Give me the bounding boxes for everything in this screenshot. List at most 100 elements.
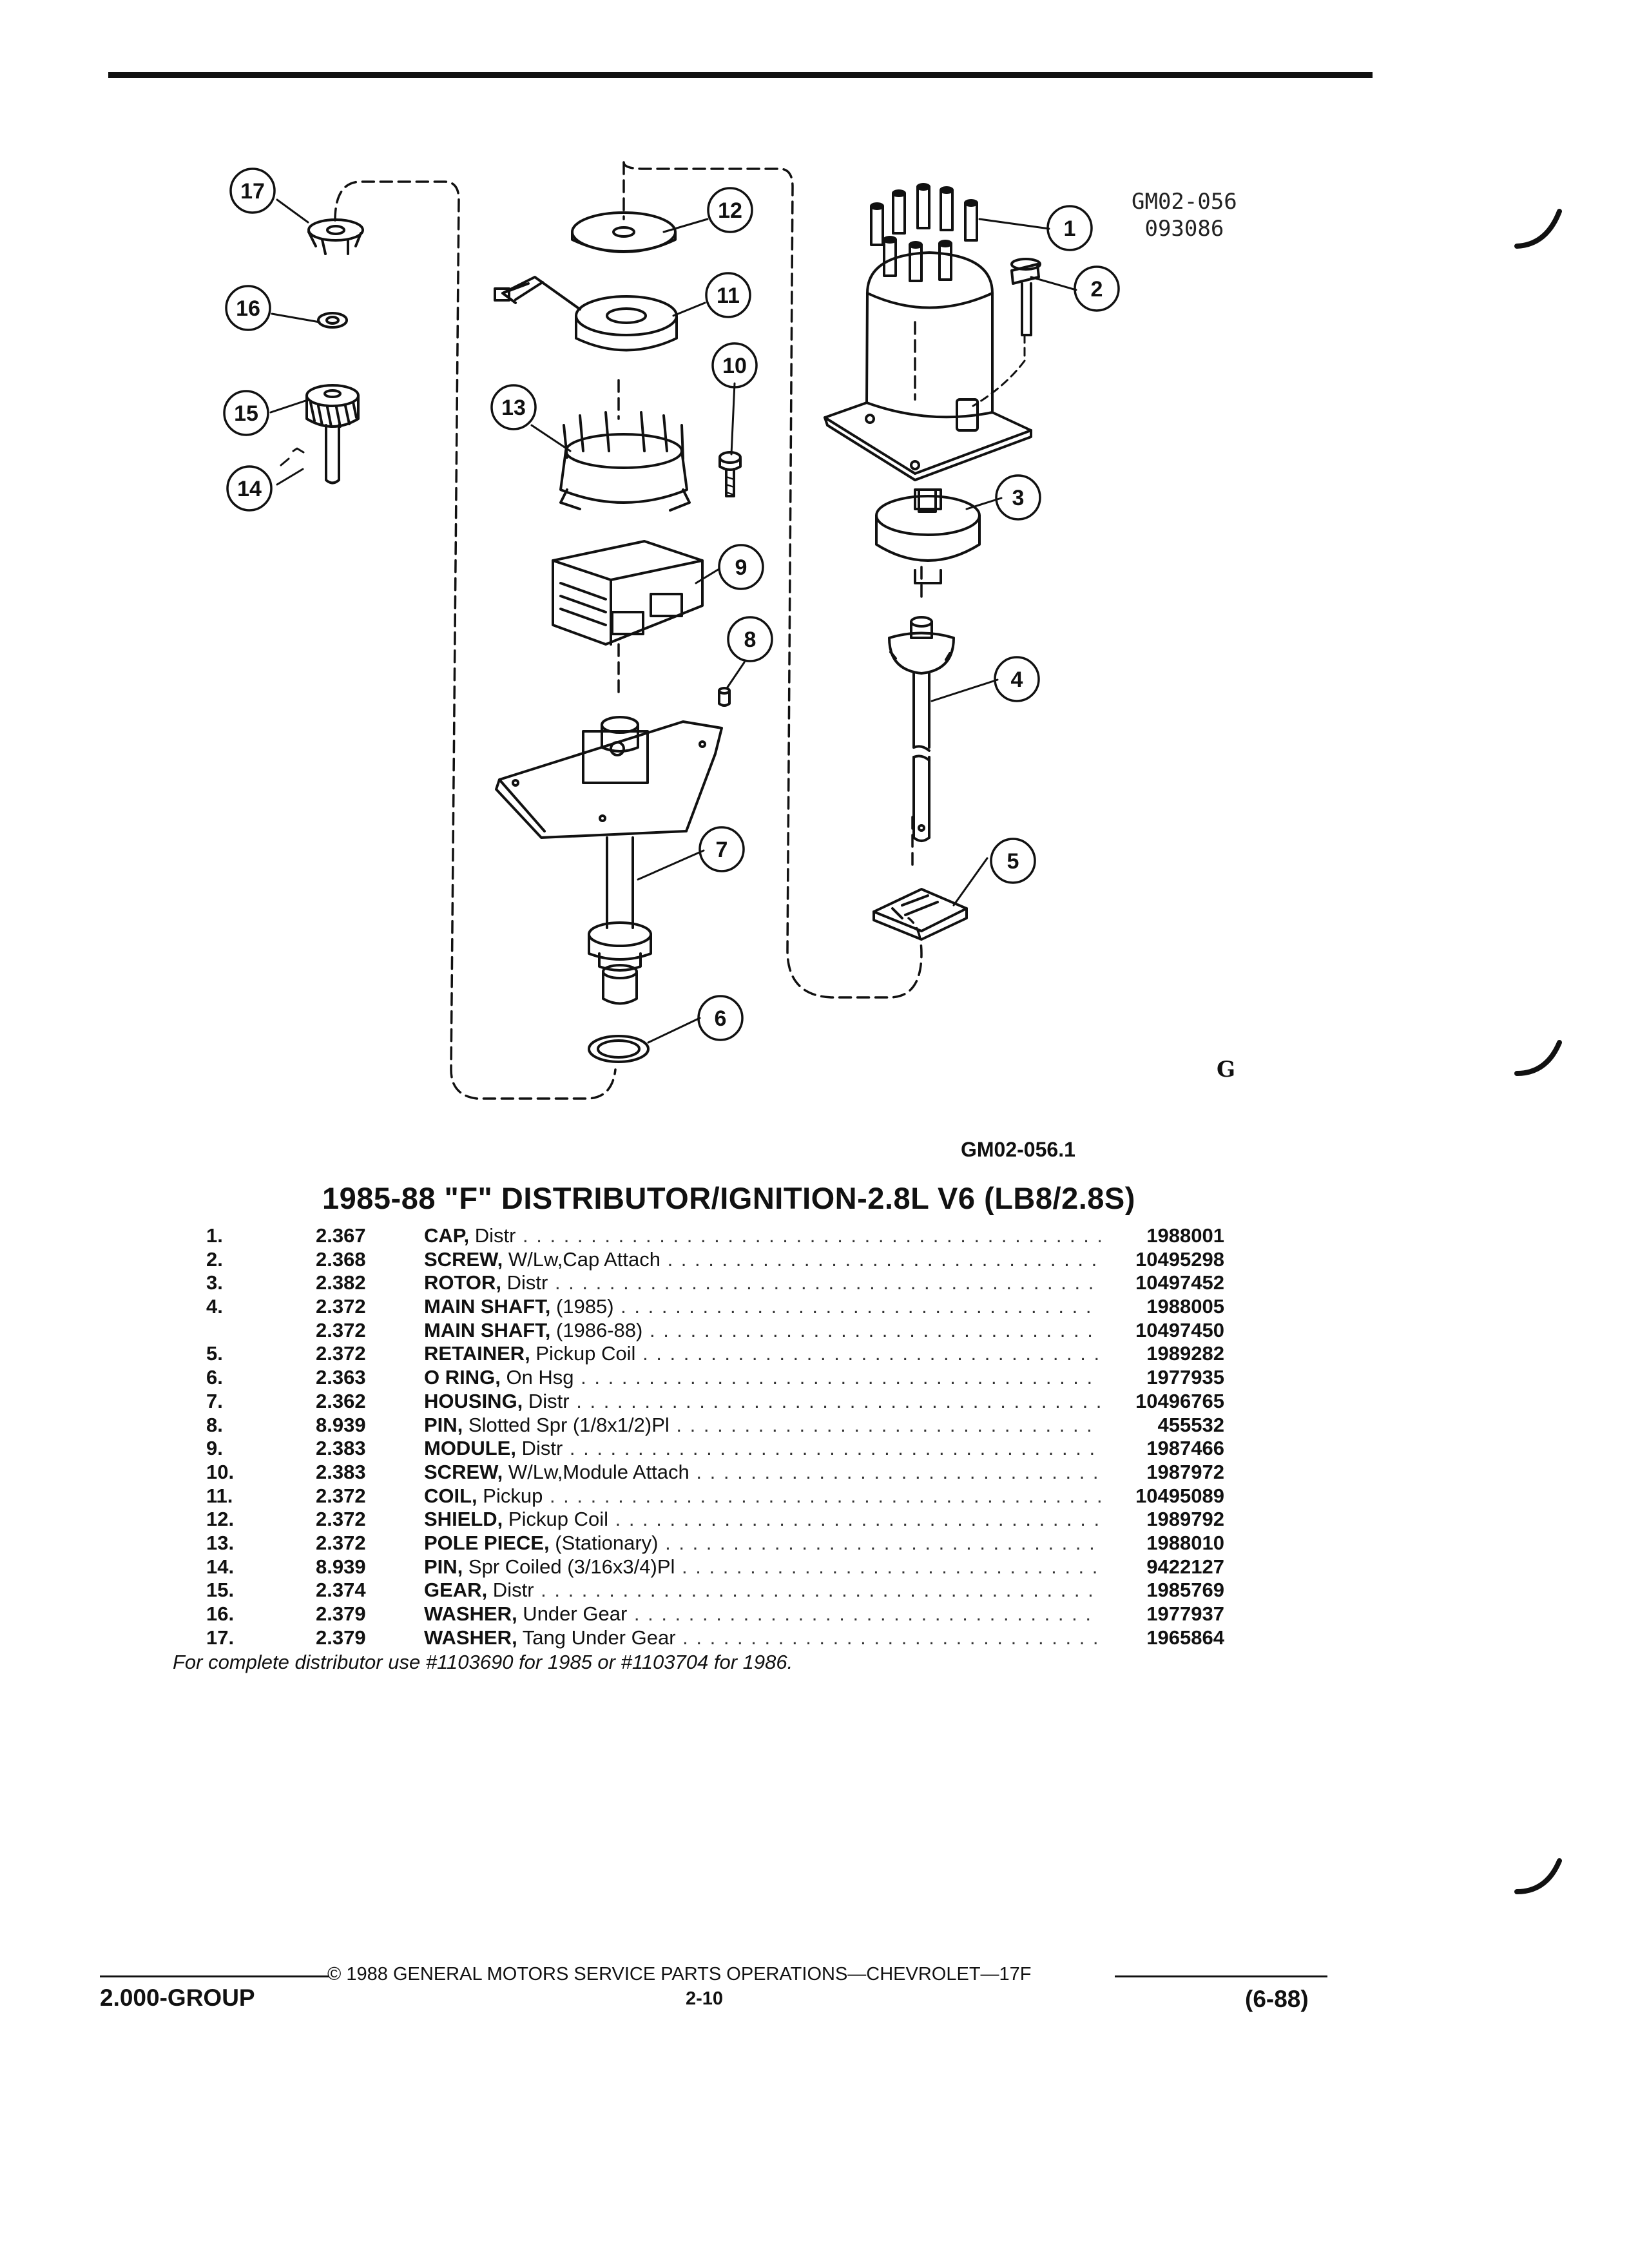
part-number: 1977935 — [1146, 1366, 1224, 1389]
svg-text:3: 3 — [1012, 486, 1025, 510]
part-item-number: 3. — [206, 1271, 223, 1294]
catalog-title: 1985-88 "F" DISTRIBUTOR/IGNITION-2.8L V6… — [322, 1181, 1135, 1215]
part-number: 1988010 — [1146, 1531, 1224, 1554]
drawing-code: GM02-056 093086 — [1132, 188, 1237, 242]
part-description: POLE PIECE, (Stationary) . . . . . . . .… — [424, 1532, 1101, 1555]
part-detail: Pickup Coil — [503, 1508, 608, 1531]
part-name: WASHER, — [424, 1626, 517, 1649]
part-name: RETAINER, — [424, 1342, 530, 1365]
part-group-number: 2.372 — [316, 1508, 366, 1531]
main-shaft-drawing — [888, 616, 955, 842]
part-number: 1988005 — [1146, 1295, 1224, 1318]
cap-towers — [870, 183, 978, 282]
callout-9: 9 — [718, 544, 764, 590]
part-description: ROTOR, Distr . . . . . . . . . . . . . .… — [424, 1271, 1101, 1294]
callout-16: 16 — [225, 285, 271, 331]
svg-text:8: 8 — [744, 628, 757, 652]
leader-dots: . . . . . . . . . . . . . . . . . . . . … — [554, 1271, 1101, 1294]
leader-dots: . . . . . . . . . . . . . . . . . . . . … — [549, 1484, 1101, 1507]
part-item-number: 9. — [206, 1437, 223, 1460]
part-description: CAP, Distr . . . . . . . . . . . . . . .… — [424, 1224, 1101, 1247]
leader-dots: . . . . . . . . . . . . . . . . . . . . … — [541, 1579, 1101, 1602]
part-description: O RING, On Hsg . . . . . . . . . . . . .… — [424, 1366, 1101, 1389]
part-item-number: 8. — [206, 1413, 223, 1436]
part-name: ROTOR, — [424, 1271, 501, 1294]
part-group-number: 2.363 — [316, 1366, 366, 1389]
part-name: MAIN SHAFT, — [424, 1295, 551, 1318]
svg-text:12: 12 — [718, 198, 742, 223]
leader-dots: . . . . . . . . . . . . . . . . . . . . … — [615, 1508, 1101, 1531]
parts-row: 17. 2.379 WASHER, Tang Under Gear . . . . … — [180, 1626, 1224, 1650]
callout-15: 15 — [223, 390, 269, 436]
part-item-number: 12. — [206, 1508, 235, 1531]
part-name: SCREW, — [424, 1460, 503, 1483]
svg-text:17: 17 — [240, 179, 265, 204]
part-description: PIN, Slotted Spr (1/8x1/2)Pl . . . . . .… — [424, 1414, 1101, 1437]
part-group-number: 2.383 — [316, 1460, 366, 1483]
svg-text:7: 7 — [716, 838, 728, 862]
part-detail: (1986-88) — [550, 1318, 643, 1341]
exploded-view-diagram: 17 16 15 14 13 12 11 10 9 8 7 6 5 4 3 2 … — [223, 161, 1120, 1100]
leader-dots: . . . . . . . . . . . . . . . . . . . . … — [621, 1295, 1101, 1318]
edge-mark-3 — [1514, 1858, 1562, 1894]
part-item-number: 14. — [206, 1555, 235, 1578]
part-item-number: 1. — [206, 1224, 223, 1247]
part-item-number: 17. — [206, 1626, 235, 1649]
part-item-number: 4. — [206, 1295, 223, 1318]
part-number: 10497452 — [1135, 1271, 1224, 1294]
pole-piece-drawing — [559, 411, 691, 512]
part-name: POLE PIECE, — [424, 1531, 550, 1554]
part-name: MAIN SHAFT, — [424, 1318, 551, 1341]
part-detail: (Stationary) — [549, 1531, 659, 1554]
part-item-number: 5. — [206, 1342, 223, 1365]
part-number: 1989282 — [1146, 1342, 1224, 1365]
svg-text:5: 5 — [1007, 849, 1019, 874]
part-detail: W/Lw,Cap Attach — [503, 1247, 660, 1271]
callout-2: 2 — [1074, 265, 1120, 312]
leader-dots: . . . . . . . . . . . . . . . . . . . . … — [682, 1626, 1101, 1649]
leader-dots: . . . . . . . . . . . . . . . . . . . . … — [581, 1366, 1101, 1389]
top-rule — [108, 72, 1373, 78]
part-item-number: 7. — [206, 1389, 223, 1412]
part-number: 1977937 — [1146, 1602, 1224, 1625]
svg-text:4: 4 — [1011, 668, 1023, 692]
washer-tang-drawing — [307, 218, 364, 255]
part-detail: Tang Under Gear — [517, 1626, 676, 1649]
callout-10: 10 — [711, 342, 758, 389]
assembly-dash-lines — [334, 161, 923, 1100]
part-name: WASHER, — [424, 1602, 517, 1625]
part-description: HOUSING, Distr . . . . . . . . . . . . .… — [424, 1390, 1101, 1413]
part-description: GEAR, Distr . . . . . . . . . . . . . . … — [424, 1579, 1101, 1602]
module-drawing — [552, 540, 704, 646]
part-detail: Slotted Spr (1/8x1/2)Pl — [463, 1413, 670, 1436]
part-number: 1987972 — [1146, 1460, 1224, 1483]
leader-lines — [269, 198, 1077, 1044]
part-group-number: 8.939 — [316, 1555, 366, 1578]
svg-text:9: 9 — [735, 555, 747, 580]
cap-drawing — [824, 183, 1032, 481]
part-item-number: 6. — [206, 1366, 223, 1389]
svg-text:11: 11 — [717, 284, 740, 308]
part-description: MAIN SHAFT, (1985) . . . . . . . . . . .… — [424, 1295, 1101, 1318]
part-group-number: 2.379 — [316, 1626, 366, 1649]
part-name: SCREW, — [424, 1247, 503, 1271]
part-description: PIN, Spr Coiled (3/16x3/4)Pl . . . . . .… — [424, 1555, 1101, 1579]
callout-3: 3 — [995, 474, 1041, 521]
part-name: HOUSING, — [424, 1389, 523, 1412]
part-detail: Distr — [501, 1271, 548, 1294]
leader-dots: . . . . . . . . . . . . . . . . . . . . … — [682, 1555, 1101, 1578]
parts-row: 14. 8.939 PIN, Spr Coiled (3/16x3/4)Pl . .… — [180, 1555, 1224, 1579]
part-description: SCREW, W/Lw,Cap Attach . . . . . . . . .… — [424, 1248, 1101, 1271]
cap-screw-drawing — [972, 258, 1041, 407]
callout-5: 5 — [990, 838, 1036, 884]
leader-dots: . . . . . . . . . . . . . . . . . . . . … — [633, 1602, 1101, 1625]
